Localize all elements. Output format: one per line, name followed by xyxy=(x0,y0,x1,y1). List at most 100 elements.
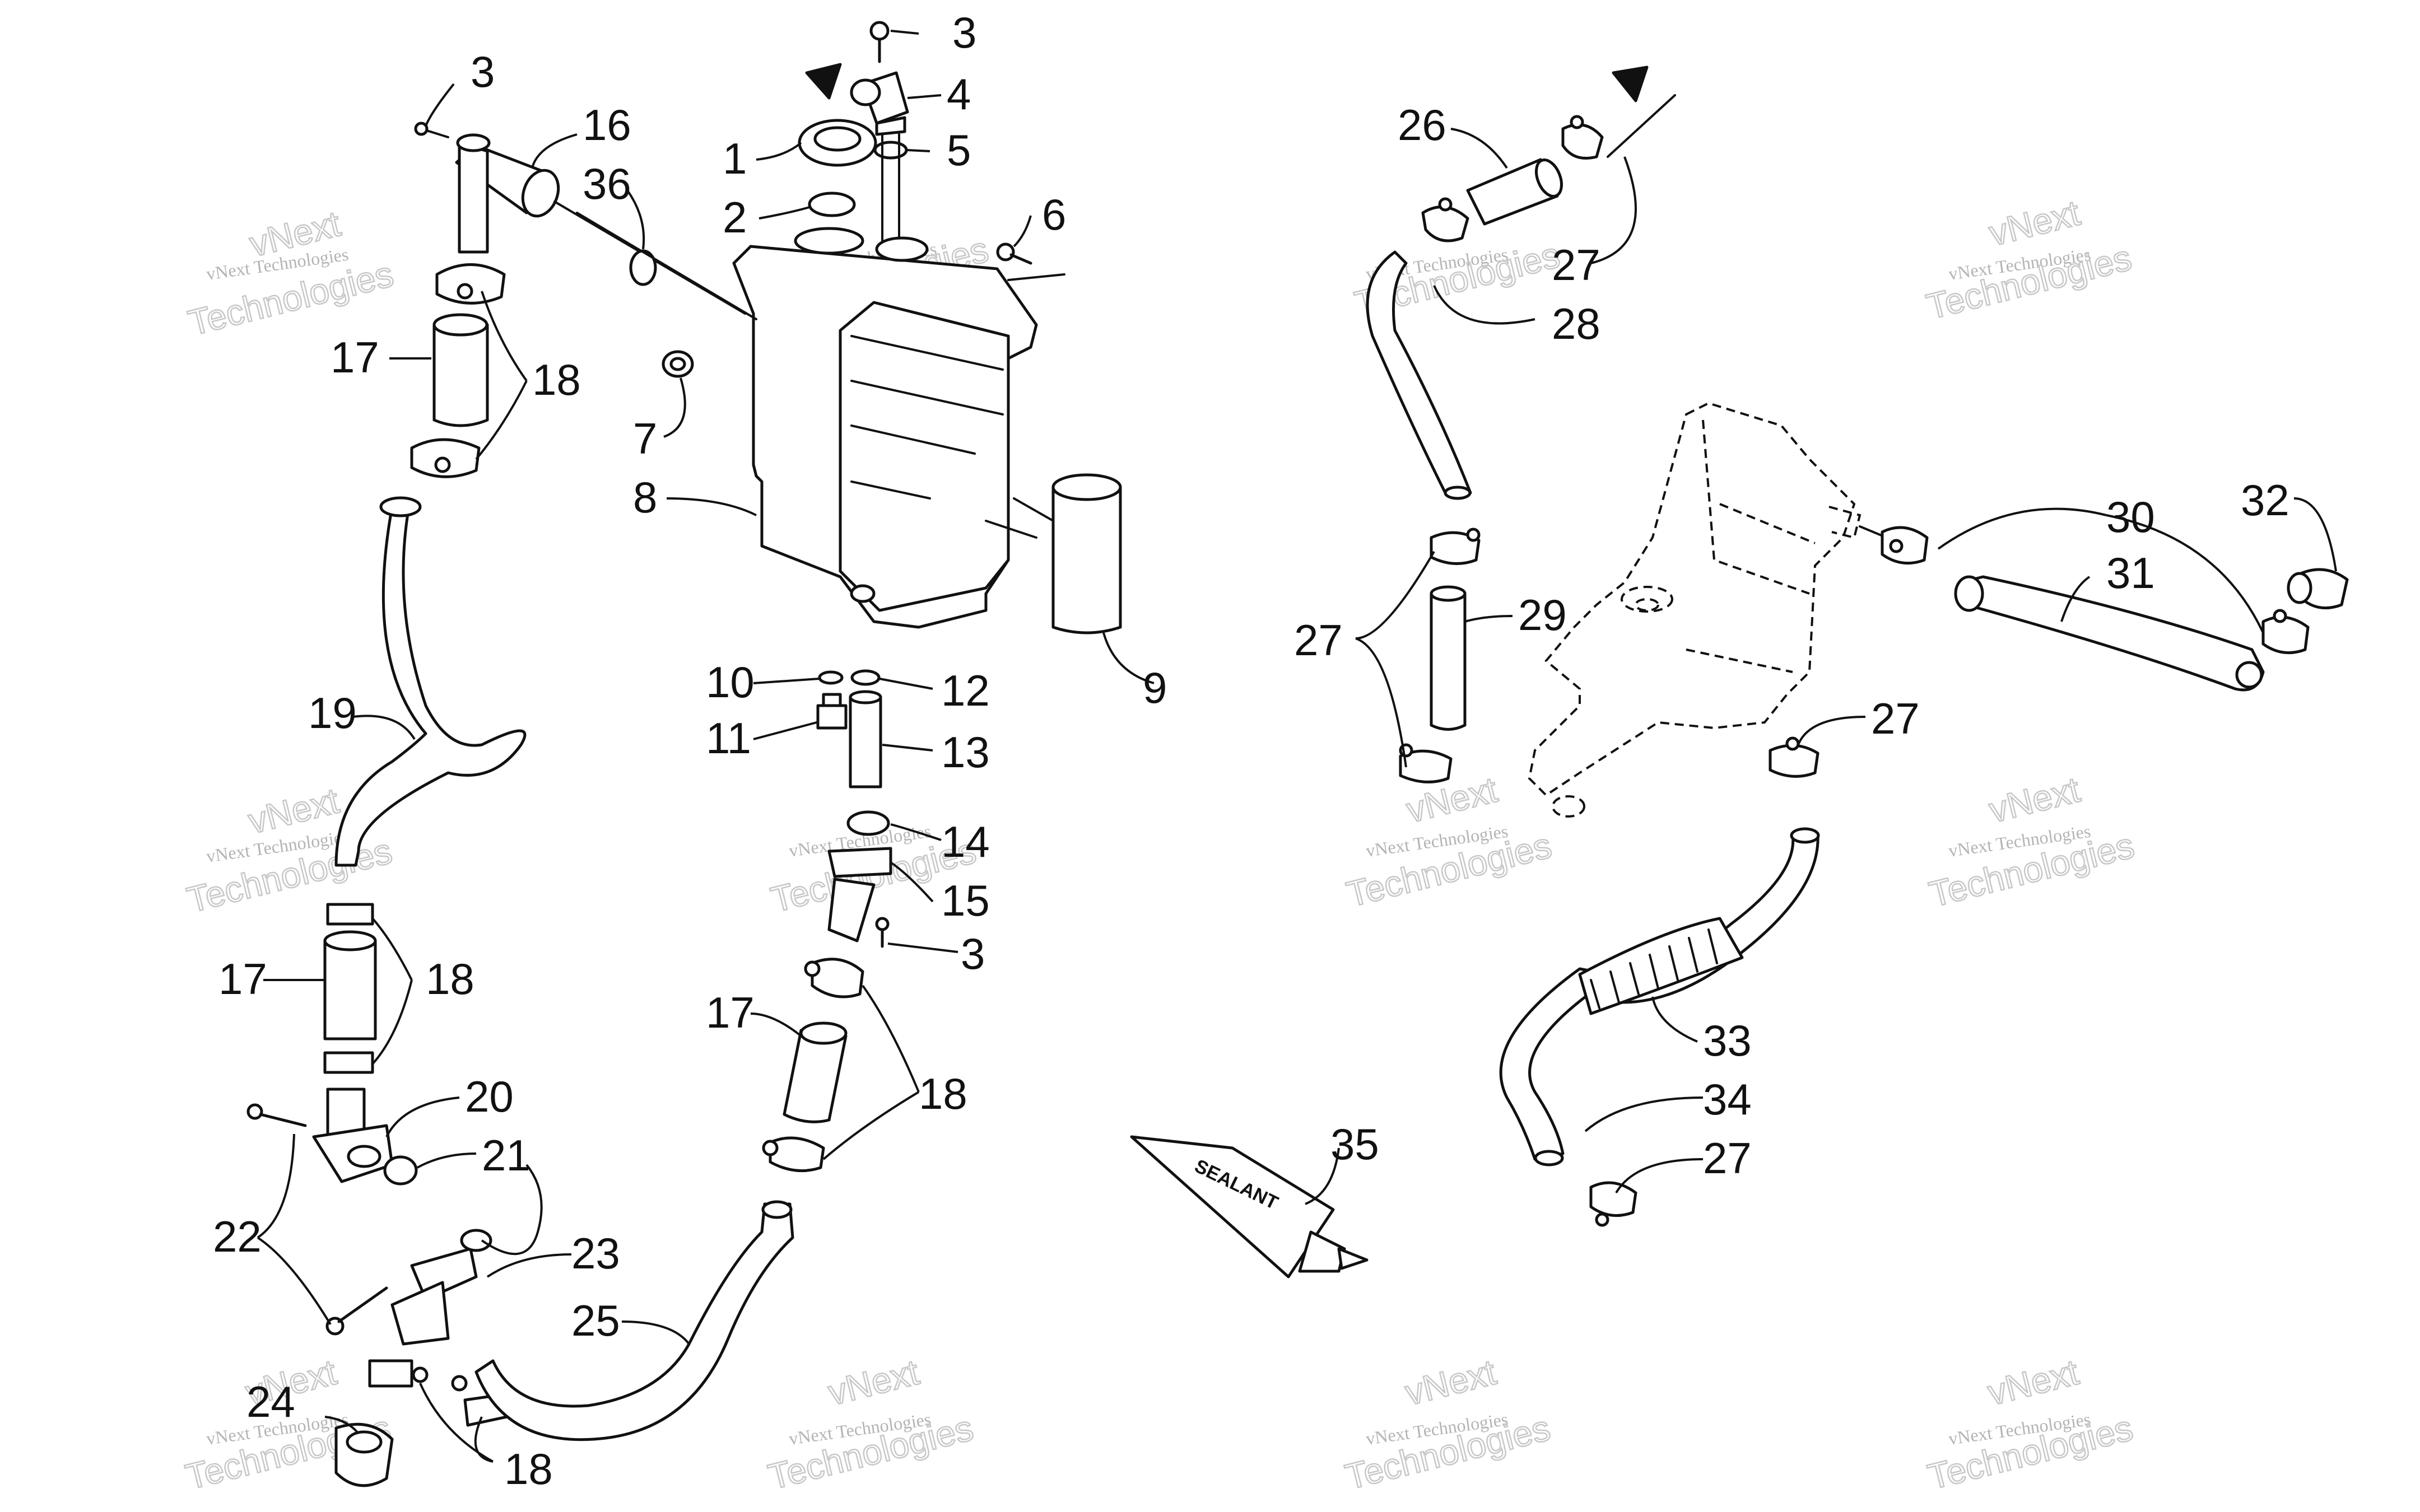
callout-15: 15 xyxy=(941,876,990,925)
o-ring-14 xyxy=(846,810,890,836)
leader-lines xyxy=(257,30,2337,1463)
callout-11: 11 xyxy=(706,713,751,763)
callout-24: 24 xyxy=(246,1377,295,1426)
fitting-23 xyxy=(390,1229,492,1346)
clamp-27-top xyxy=(1561,115,1604,160)
hose-28 xyxy=(1366,250,1472,500)
callout-3-bottom: 3 xyxy=(961,929,985,978)
callout-17-right: 17 xyxy=(706,988,755,1037)
cap-32 xyxy=(2287,568,2349,610)
clamp-18-top-1 xyxy=(435,263,506,305)
oil-tank-8 xyxy=(732,227,1038,629)
watermark: vNext Technologies vNext Technologies xyxy=(764,1351,978,1498)
callout-18-top: 18 xyxy=(532,355,581,404)
hose-26 xyxy=(1466,158,1563,226)
hose-17-top xyxy=(432,313,489,427)
hose-31 xyxy=(1954,575,2265,692)
callout-3-top: 3 xyxy=(952,8,976,57)
screw-3-top-left xyxy=(414,122,449,138)
bolt-6 xyxy=(996,242,1032,265)
callout-27-left: 27 xyxy=(1294,615,1343,665)
callout-6: 6 xyxy=(1042,190,1066,239)
drain-plug-11 xyxy=(816,693,848,730)
callout-9: 9 xyxy=(1143,663,1167,712)
o-ring-10 xyxy=(818,670,844,685)
callout-27-bottom: 27 xyxy=(1703,1133,1752,1183)
callout-18-right: 18 xyxy=(919,1069,967,1118)
flow-arrow-icon xyxy=(805,63,842,100)
o-ring-12 xyxy=(850,669,881,686)
hose-19 xyxy=(334,496,527,867)
fitting-15 xyxy=(827,847,892,942)
elbow-fitting-16 xyxy=(455,133,560,254)
filter-9 xyxy=(1051,473,1122,634)
callout-20: 20 xyxy=(465,1072,514,1121)
bellows-33 xyxy=(1578,917,1744,1015)
callout-36: 36 xyxy=(583,159,631,208)
callout-31: 31 xyxy=(2106,548,2155,598)
clamp-30-upper xyxy=(1881,526,1929,565)
hose-25 xyxy=(474,1200,794,1441)
oil-tank-outline-dashed xyxy=(1528,402,1861,818)
watermark: vNext Technologies vNext Technologies xyxy=(184,203,398,344)
clamp-18-top-2 xyxy=(410,438,481,478)
callout-27-right: 27 xyxy=(1871,694,1920,743)
watermark-big-text-1: vNext xyxy=(824,1352,923,1413)
hose-17-mid xyxy=(323,930,377,1040)
callout-21: 21 xyxy=(482,1131,530,1180)
clamp-27-mid-1 xyxy=(1430,528,1481,565)
clamp-18-right-1 xyxy=(804,958,864,998)
clamp-30-end xyxy=(2261,609,2310,655)
callout-12: 12 xyxy=(941,666,990,715)
callout-25: 25 xyxy=(571,1296,620,1345)
left-hose-assembly xyxy=(246,122,794,1487)
callout-13: 13 xyxy=(941,727,990,777)
clamp-18-bottom-1 xyxy=(368,1359,429,1388)
clamp-27-upper xyxy=(1421,197,1469,242)
watermark: vNext Technologies vNext Technologies xyxy=(1925,768,2139,915)
callouts: 3 16 36 17 18 19 17 18 20 21 22 23 24 18… xyxy=(213,8,2289,1494)
callout-33: 33 xyxy=(1703,1016,1752,1065)
clamp-27-lower xyxy=(1769,736,1819,778)
hose-29 xyxy=(1430,585,1467,731)
callout-35: 35 xyxy=(1330,1119,1379,1169)
clamp-27-bottom xyxy=(1589,1181,1637,1227)
tube-13 xyxy=(849,690,882,788)
watermark: vNext Technologies vNext Technologies xyxy=(1922,192,2136,328)
flow-arrow-icon-right xyxy=(1612,66,1649,102)
callout-18-bottom: 18 xyxy=(504,1444,553,1494)
callout-7: 7 xyxy=(633,414,657,463)
oil-cap-1 xyxy=(798,119,877,167)
watermark: vNext Technologies vNext Technologies xyxy=(1341,1351,1555,1498)
hose-34 xyxy=(1499,827,1820,1166)
o-ring-21 xyxy=(383,1155,418,1186)
watermark-big-text-1: vNext xyxy=(1985,193,2084,254)
callout-1: 1 xyxy=(723,134,747,183)
callout-16: 16 xyxy=(583,100,631,150)
callout-17-top: 17 xyxy=(331,333,379,382)
callout-17-mid: 17 xyxy=(218,954,267,1004)
grommet-7 xyxy=(662,350,694,378)
hose-17-right xyxy=(783,1021,848,1123)
clamp-18-mid-1 xyxy=(326,903,374,926)
screw-3-top xyxy=(869,21,890,63)
callout-14: 14 xyxy=(941,817,990,866)
callout-4: 4 xyxy=(947,69,971,119)
callout-30: 30 xyxy=(2106,492,2155,542)
callout-3-top-left: 3 xyxy=(471,47,495,96)
callout-32: 32 xyxy=(2241,475,2289,525)
callout-27-top: 27 xyxy=(1552,240,1600,290)
callout-34: 34 xyxy=(1703,1075,1752,1124)
elbow-fitting-4 xyxy=(850,71,909,136)
callout-22: 22 xyxy=(213,1212,262,1261)
cap-24 xyxy=(334,1422,394,1487)
clamp-18-right-2 xyxy=(762,1136,825,1173)
watermark-big-text-1: vNext xyxy=(1985,769,2084,830)
watermark: vNext Technologies vNext Technologies xyxy=(1342,768,1556,915)
fitting-20 xyxy=(312,1088,394,1183)
callout-28: 28 xyxy=(1552,299,1600,348)
right-assembly xyxy=(1366,66,2349,1227)
watermark-big-text-1: vNext xyxy=(1401,1352,1500,1413)
watermark-big-text-1: vNext xyxy=(1984,1352,2082,1413)
